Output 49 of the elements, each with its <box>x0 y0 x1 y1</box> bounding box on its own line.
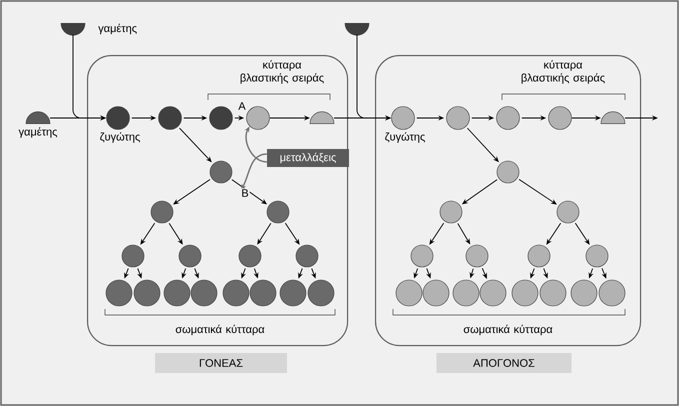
cell-circle <box>452 280 480 306</box>
cell-circle <box>250 280 276 306</box>
title-band: ΑΠΟΓΟΝΟΣ <box>436 353 572 373</box>
half-cell <box>344 23 370 36</box>
cell-label: ζυγώτης <box>385 132 425 143</box>
cell-circle <box>496 160 520 184</box>
cell-circle <box>586 244 608 268</box>
cell-circle <box>222 280 250 306</box>
cell-circle <box>209 106 233 130</box>
cell-circle <box>466 244 488 268</box>
cell-circle <box>266 200 290 224</box>
title-band: ΓΟΝΕΑΣ <box>155 353 287 373</box>
half-cell <box>600 111 626 124</box>
cell-circle <box>496 106 520 130</box>
cell-circle <box>396 280 422 306</box>
cell-circle <box>164 280 190 306</box>
cell-label: ζυγώτης <box>100 132 140 143</box>
group-label: σωματικά κύτταρα <box>464 324 552 336</box>
cell-circle <box>512 280 538 306</box>
cell-circle <box>440 200 462 224</box>
cell-circle <box>280 280 306 306</box>
cell-circle <box>570 280 598 306</box>
cell-circle <box>548 106 572 130</box>
cell-circle <box>190 280 218 306</box>
cell-circle <box>158 106 182 130</box>
group-label: κύτταρα βλαστικής σειράς <box>240 60 324 84</box>
half-cell <box>310 111 334 124</box>
group-label: κύτταρα βλαστικής σειράς <box>522 60 605 84</box>
cell-circle <box>308 280 334 306</box>
cell-circle <box>540 280 566 306</box>
cell-label: γαμέτης <box>98 24 137 34</box>
cell-circle <box>238 244 262 268</box>
cell-circle <box>246 106 270 130</box>
cell-label: γαμέτης <box>18 127 58 138</box>
cell-circle <box>446 106 470 130</box>
cell-circle <box>150 200 174 224</box>
cell-circle <box>598 280 626 306</box>
cell-circle <box>556 200 580 224</box>
cell-circle <box>178 244 202 268</box>
cell-circle <box>528 244 550 268</box>
cell-circle <box>480 280 506 306</box>
cell-circle <box>134 280 160 306</box>
cell-circle <box>296 244 318 268</box>
cell-circle <box>422 280 450 306</box>
group-label: σωματικά κύτταρα <box>176 324 264 336</box>
cell-circle <box>210 160 232 184</box>
cell-circle <box>106 280 132 306</box>
cell-circle <box>122 244 144 268</box>
cell-circle <box>410 244 434 268</box>
